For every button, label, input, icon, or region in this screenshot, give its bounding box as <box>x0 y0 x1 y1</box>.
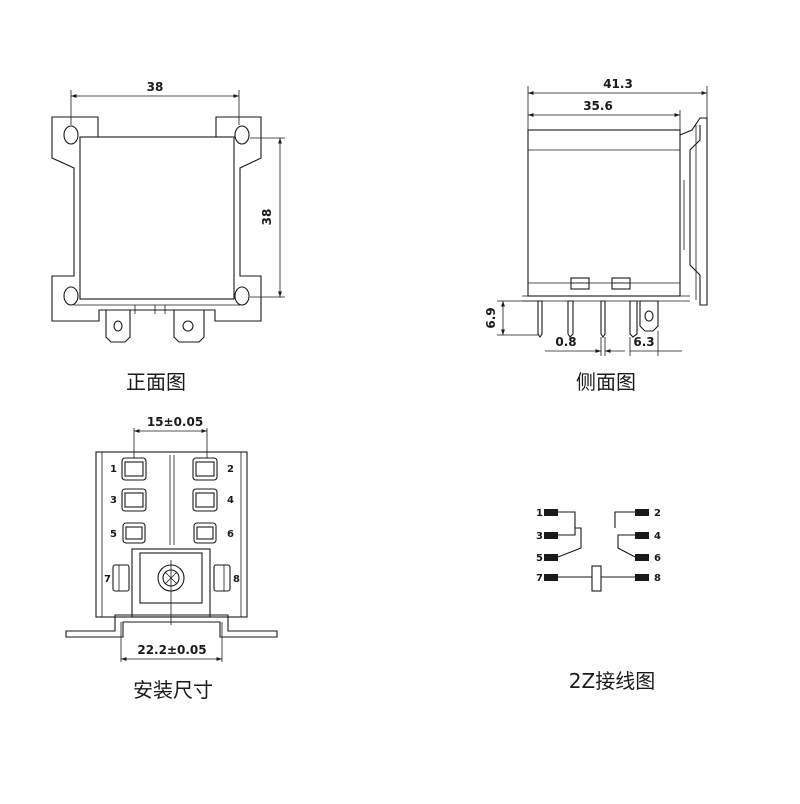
side-terminal-width-dim: 6.3 <box>633 335 654 349</box>
mounting-view: 15±0.05 <box>65 415 278 702</box>
side-body <box>527 129 681 297</box>
side-overall-dim: 41.3 <box>603 77 633 91</box>
wiring-pin-label: 3 <box>536 531 543 542</box>
front-width-dim: 38 <box>147 80 164 94</box>
terminal-right <box>173 309 205 343</box>
contact-slots <box>121 457 218 544</box>
side-pin <box>629 300 638 338</box>
side-pin <box>537 300 543 338</box>
wiring-diagram-caption: 2Z接线图 <box>569 669 655 693</box>
front-height-dim: 38 <box>260 209 274 226</box>
wiring-pin-label: 6 <box>654 553 661 564</box>
side-view: 41.3 35.6 6.9 0.8 6.3 侧面图 <box>484 77 708 394</box>
mount-pin-label: 5 <box>110 529 117 540</box>
mount-bottom-dim: 22.2±0.05 <box>137 643 206 657</box>
wiring-pin-label: 7 <box>536 573 543 584</box>
side-view-caption: 侧面图 <box>576 370 636 394</box>
side-terminal <box>639 300 659 332</box>
wiring-pin-label: 8 <box>654 573 661 584</box>
side-body-dim: 35.6 <box>583 99 613 113</box>
mount-pin-label: 2 <box>227 464 234 475</box>
mount-base-bracket <box>65 614 278 638</box>
wiring-diagram: 1 2 3 4 5 6 7 8 2Z接线图 <box>536 508 661 693</box>
front-flange-outline <box>51 116 262 322</box>
wiring-pin-label: 5 <box>536 553 543 564</box>
mount-body <box>95 451 248 618</box>
front-view: 38 38 正面图 <box>51 80 285 394</box>
coil-symbol <box>591 565 602 592</box>
mounting-hole <box>63 286 79 306</box>
mounting-hole <box>234 125 250 145</box>
mounting-view-caption: 安装尺寸 <box>133 678 213 702</box>
mount-pin-label: 6 <box>227 529 234 540</box>
wiring-pin-label: 4 <box>654 531 661 542</box>
mount-top-dim: 15±0.05 <box>147 415 203 429</box>
mount-pin-label: 7 <box>104 574 111 585</box>
mount-pin-label: 1 <box>110 464 117 475</box>
mounting-hole <box>234 286 250 306</box>
mounting-hole <box>63 125 79 145</box>
mount-pin-label: 4 <box>227 495 234 506</box>
side-bracket <box>679 117 708 306</box>
mount-pin-label: 8 <box>233 574 240 585</box>
side-pin-height-dim: 6.9 <box>484 307 498 328</box>
front-body <box>79 136 235 300</box>
wiring-pin-label: 1 <box>536 508 543 519</box>
side-pin-thickness-dim: 0.8 <box>555 335 576 349</box>
front-view-caption: 正面图 <box>126 370 186 394</box>
terminal-left <box>105 309 131 343</box>
side-pin <box>600 300 606 338</box>
side-pin <box>567 300 574 338</box>
mount-pin-label: 3 <box>110 495 117 506</box>
wiring-pin-label: 2 <box>654 508 661 519</box>
